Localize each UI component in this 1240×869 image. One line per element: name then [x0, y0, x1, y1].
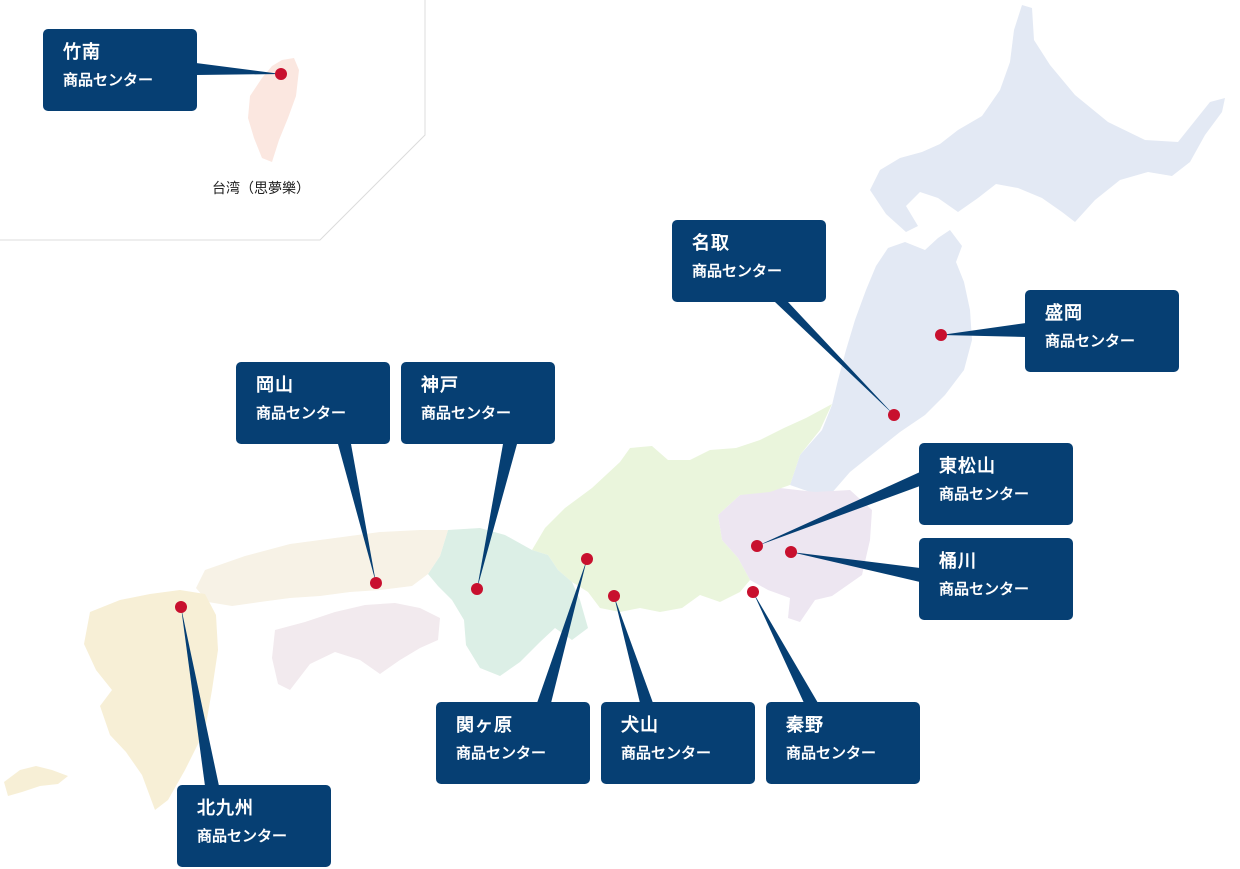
leader-line-kobe	[477, 444, 517, 589]
region-chugoku	[196, 530, 448, 606]
center-name: 神戸	[421, 375, 459, 396]
leader-line-okayama	[338, 444, 376, 583]
center-name: 竹南	[63, 42, 101, 63]
leader-line-okegawa	[791, 552, 920, 582]
center-type: 商品センター	[786, 744, 877, 762]
leader-line-higashimatsuyama	[757, 472, 920, 546]
center-label-morioka[interactable]: 盛岡 商品センター	[1025, 290, 1179, 372]
pin-chikunan[interactable]	[275, 68, 287, 80]
region-tohoku	[790, 230, 972, 495]
region-taiwan	[248, 58, 299, 162]
center-label-higashimatsuyama[interactable]: 東松山 商品センター	[919, 443, 1073, 525]
region-hokkaido	[870, 5, 1225, 232]
center-type: 商品センター	[692, 262, 783, 280]
location-pins	[175, 68, 947, 613]
center-label-okegawa[interactable]: 桶川 商品センター	[919, 538, 1073, 620]
pin-okegawa[interactable]	[785, 546, 797, 558]
center-label-chikunan[interactable]: 竹南 商品センター	[43, 29, 197, 111]
center-type: 商品センター	[456, 744, 547, 762]
center-name: 北九州	[197, 798, 254, 819]
pin-natori[interactable]	[888, 409, 900, 421]
leader-lines	[181, 63, 1026, 786]
leader-line-chikunan	[196, 63, 281, 75]
center-label-kobe[interactable]: 神戸 商品センター	[401, 362, 555, 444]
pin-higashimatsuyama[interactable]	[751, 540, 763, 552]
center-name: 盛岡	[1045, 303, 1083, 324]
center-type: 商品センター	[939, 580, 1030, 598]
leader-line-kitakyushu	[181, 607, 219, 786]
center-label-inuyama[interactable]: 犬山 商品センター	[601, 702, 755, 784]
center-type: 商品センター	[63, 71, 154, 89]
leader-line-natori	[775, 302, 894, 415]
taiwan-inset-caption: 台湾（思夢樂）	[212, 181, 310, 197]
pin-sekigahara[interactable]	[581, 553, 593, 565]
center-type: 商品センター	[1045, 332, 1136, 350]
center-name: 名取	[692, 233, 730, 254]
pin-okayama[interactable]	[370, 577, 382, 589]
pin-kitakyushu[interactable]	[175, 601, 187, 613]
center-type: 商品センター	[197, 827, 288, 845]
region-kyushu-islands	[4, 766, 68, 796]
center-type: 商品センター	[939, 485, 1030, 503]
region-kyushu	[84, 590, 218, 810]
leader-line-morioka	[941, 323, 1026, 337]
taiwan-inset-frame	[0, 0, 426, 241]
center-label-hadano[interactable]: 秦野 商品センター	[766, 702, 920, 784]
center-name: 関ヶ原	[456, 715, 513, 736]
pin-morioka[interactable]	[935, 329, 947, 341]
center-name: 東松山	[939, 456, 996, 477]
pin-kobe[interactable]	[471, 583, 483, 595]
region-kinki	[428, 528, 588, 676]
pin-inuyama[interactable]	[608, 590, 620, 602]
pin-hadano[interactable]	[747, 586, 759, 598]
leader-line-inuyama	[614, 596, 653, 703]
leader-line-hadano	[753, 592, 818, 703]
center-label-natori[interactable]: 名取 商品センター	[672, 220, 826, 302]
center-name: 桶川	[939, 551, 977, 572]
center-name: 秦野	[786, 715, 824, 736]
center-label-kitakyushu[interactable]: 北九州 商品センター	[177, 785, 331, 867]
region-chubu	[532, 404, 832, 612]
leader-line-sekigahara	[537, 559, 587, 703]
region-shikoku	[272, 603, 440, 690]
center-label-okayama[interactable]: 岡山 商品センター	[236, 362, 390, 444]
center-name: 岡山	[256, 375, 294, 396]
center-label-sekigahara[interactable]: 関ヶ原 商品センター	[436, 702, 590, 784]
center-name: 犬山	[621, 715, 659, 736]
center-type: 商品センター	[621, 744, 712, 762]
center-type: 商品センター	[421, 404, 512, 422]
center-type: 商品センター	[256, 404, 347, 422]
